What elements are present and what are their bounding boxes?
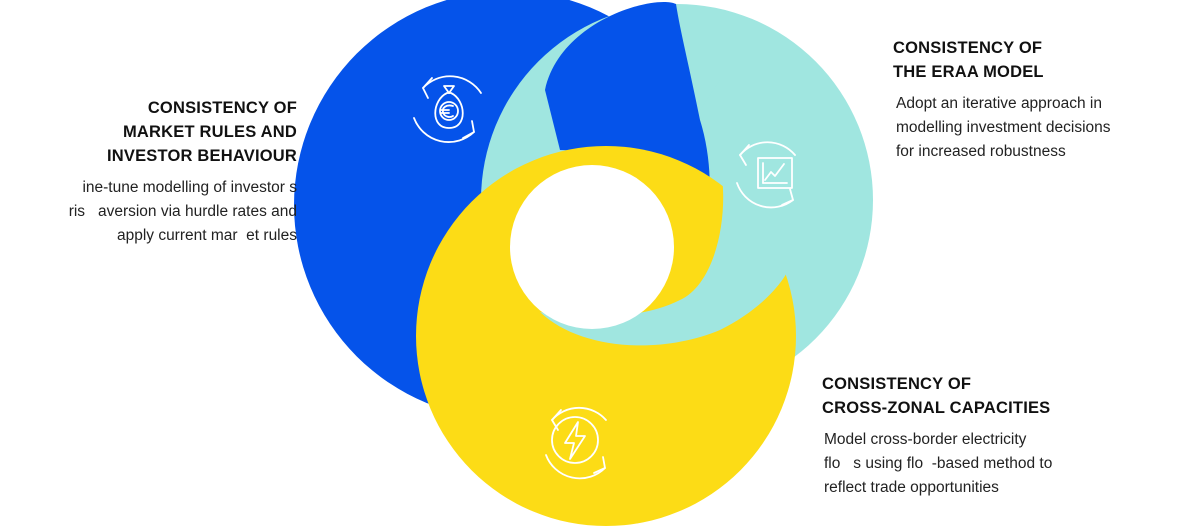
money-bag-euro-cycle-icon [413, 75, 482, 143]
crosszonal-section: CONSISTENCY OF CROSS-ZONAL CAPACITIES Mo… [822, 372, 1172, 500]
chart-cycle-icon [736, 141, 796, 209]
market-section-text: ine-tune modelling of investor s ris ave… [68, 179, 297, 244]
crosszonal-section-text: Model cross-border electricity flo s usi… [824, 431, 1053, 496]
market-section: CONSISTENCY OF MARKET RULES AND INVESTOR… [0, 96, 297, 248]
market-section-title: CONSISTENCY OF MARKET RULES AND INVESTOR… [106, 99, 297, 165]
lightning-cycle-icon [545, 406, 607, 480]
eraa-section: CONSISTENCY OF THE ERAA MODEL Adopt an i… [893, 36, 1178, 164]
eraa-ring-overlap [540, 80, 797, 346]
eraa-section-title: CONSISTENCY OF THE ERAA MODEL [893, 39, 1044, 81]
eraa-section-text: Adopt an iterative approach in modelling… [896, 95, 1111, 160]
crosszonal-section-title: CONSISTENCY OF CROSS-ZONAL CAPACITIES [822, 375, 1051, 417]
